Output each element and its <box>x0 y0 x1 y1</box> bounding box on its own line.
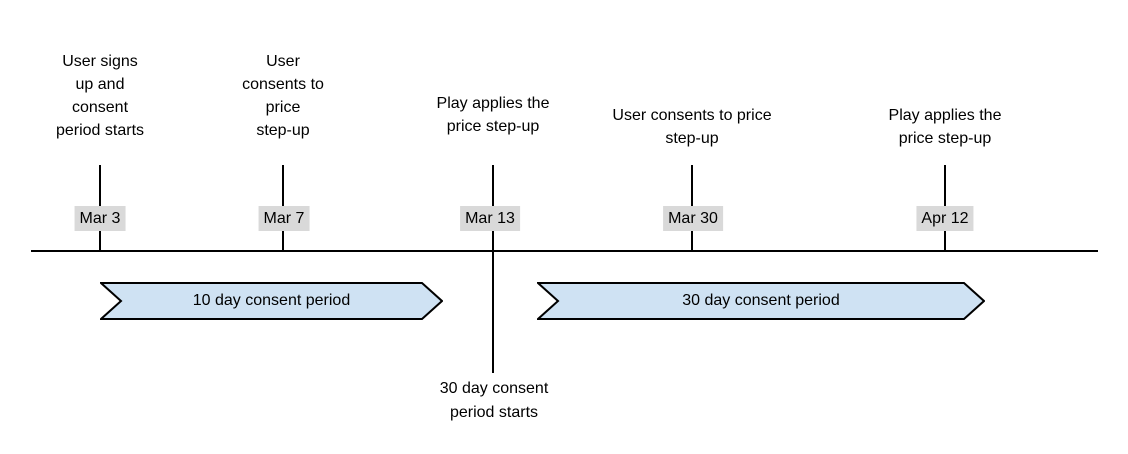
consent-start-note: 30 day consent period starts <box>439 380 549 421</box>
event-label-mar-7: User consents to price step-up <box>242 53 324 139</box>
consent-period-label-30-day: 30 day consent period <box>682 292 840 309</box>
event-date-chip-apr-12: Apr 12 <box>916 206 974 231</box>
consent-period-banner-10-day: 10 day consent period <box>100 282 443 320</box>
event-date-chip-mar-13: Mar 13 <box>460 206 520 231</box>
event-date-chip-mar-30: Mar 30 <box>663 206 723 231</box>
event-label-mar-3: User signs up and consent period starts <box>55 53 145 139</box>
event-label-mar-30: User consents to price step-up <box>612 107 772 147</box>
event-date-chip-mar-3: Mar 3 <box>74 206 126 231</box>
chevron-ribbon-shape <box>537 282 985 320</box>
consent-start-connector <box>492 252 494 373</box>
timeline-axis <box>31 250 1098 252</box>
consent-period-label-10-day: 10 day consent period <box>192 292 351 309</box>
chevron-ribbon-shape <box>100 282 443 320</box>
event-label-mar-13: Play applies the price step-up <box>436 95 550 135</box>
consent-period-banner-30-day: 30 day consent period <box>537 282 985 320</box>
event-date-chip-mar-7: Mar 7 <box>258 206 310 231</box>
event-label-apr-12: Play applies the price step-up <box>888 107 1002 147</box>
